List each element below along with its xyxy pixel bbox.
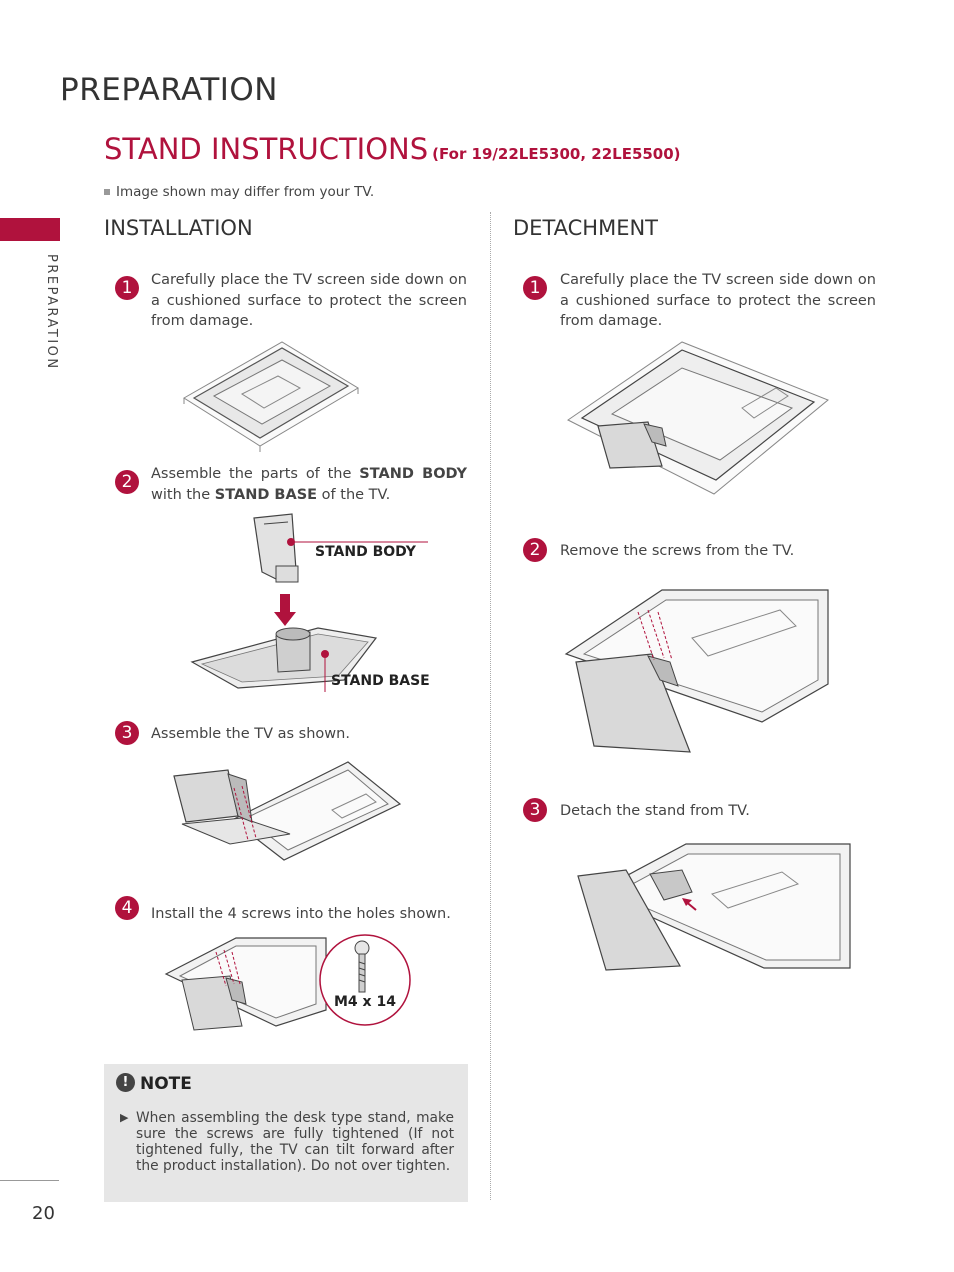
stand-base-label: STAND BASE	[331, 673, 430, 689]
installation-title: INSTALLATION	[104, 216, 253, 240]
section-title-main: STAND INSTRUCTIONS	[104, 132, 429, 166]
disclaimer: Image shown may differ from your TV.	[104, 184, 374, 200]
screw-size-label: M4 x 14	[334, 994, 396, 1010]
detach-step-2-badge: 2	[523, 538, 547, 562]
side-tab-marker	[0, 218, 60, 241]
side-chapter-label: PREPARATION	[44, 254, 59, 371]
remove-screws-illustration	[564, 589, 829, 753]
install-step-3-badge: 3	[115, 721, 139, 745]
stand-body-label: STAND BODY	[315, 544, 416, 560]
section-model-subtitle: (For 19/22LE5300, 22LE5500)	[432, 145, 681, 163]
detach-step-1-badge: 1	[523, 276, 547, 300]
detach-step-3-badge: 3	[523, 798, 547, 822]
note-title: NOTE	[140, 1074, 192, 1094]
note-text: When assembling the desk type stand, mak…	[136, 1110, 454, 1174]
install-step-2-text-mid: with the	[151, 486, 215, 503]
triangle-bullet-icon: ▶	[120, 1111, 129, 1124]
install-step-2-text-pre: Assemble the parts of the	[151, 466, 360, 482]
detach-step-1-text: Carefully place the TV screen side down …	[560, 272, 876, 329]
install-step-4-badge: 4	[115, 896, 139, 920]
install-step-4-text: Install the 4 screws into the holes show…	[151, 906, 451, 922]
tv-on-cushion-illustration	[183, 341, 359, 452]
install-step-1-badge: 1	[115, 276, 139, 300]
install-step-2-stand-base: STAND BASE	[214, 486, 318, 503]
detach-step-3-text: Detach the stand from TV.	[560, 803, 750, 819]
stand-assembly-illustration	[190, 513, 428, 692]
install-step-3-text: Assemble the TV as shown.	[151, 726, 350, 742]
detach-stand-illustration	[577, 843, 851, 971]
install-screws-illustration	[164, 934, 411, 1031]
page-title: PREPARATION	[60, 72, 278, 108]
install-step-2-stand-body: STAND BODY	[359, 466, 467, 482]
detach-step-2-text: Remove the screws from the TV.	[560, 543, 795, 559]
tv-with-stand-on-cushion-illustration	[567, 341, 829, 495]
exclamation-icon: !	[116, 1073, 135, 1092]
assemble-tv-illustration	[173, 761, 402, 861]
install-step-1-text: Carefully place the TV screen side down …	[151, 272, 467, 329]
note-box	[104, 1064, 468, 1202]
footer-rule	[0, 1180, 59, 1181]
install-step-2-badge: 2	[115, 470, 139, 494]
section-title: STAND INSTRUCTIONS(For 19/22LE5300, 22LE…	[104, 132, 681, 166]
page-number: 20	[32, 1203, 55, 1224]
column-divider	[490, 212, 491, 1200]
detachment-title: DETACHMENT	[513, 216, 659, 240]
bullet-square-icon	[104, 189, 110, 195]
install-step-2-text-post: of the TV.	[317, 486, 391, 503]
install-step-2-text: Assemble the parts of the STAND BODY wit…	[151, 464, 467, 505]
disclaimer-text: Image shown may differ from your TV.	[116, 184, 375, 200]
